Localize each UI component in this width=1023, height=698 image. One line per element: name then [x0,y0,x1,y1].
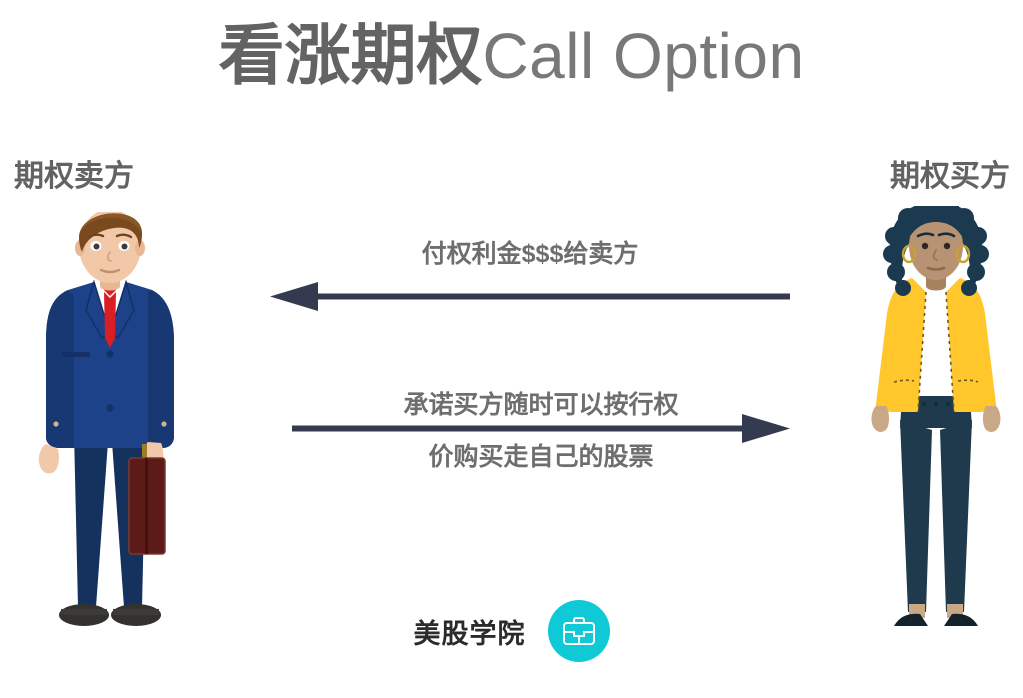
brand-name: 美股学院 [413,618,526,649]
buyer-label: 期权买方 [890,160,1010,193]
flow-obligation: 承诺买方随时可以按行权 价购买走自己的股票 [292,385,790,480]
arrow-left-icon [270,282,790,311]
arrow-right-icon [292,414,790,443]
flow-obligation-label-line1: 承诺买方随时可以按行权 [403,391,679,419]
brand-footer: 美股学院 [0,600,1023,662]
buyer-figure-woman [871,206,1001,626]
flow-obligation-label-line2: 价购买走自己的股票 [428,443,654,471]
seller-figure-businessman [38,212,174,626]
page-title-english: Call Option [482,20,805,92]
flow-premium-label: 付权利金$$$给卖方 [421,240,639,268]
page-title-chinese: 看涨期权 [218,18,483,92]
page-title: 看涨期权Call Option [0,22,1023,88]
briefcase-icon [562,617,595,645]
flow-premium: 付权利金$$$给卖方 [270,238,790,313]
brand-badge [547,600,610,662]
seller-label: 期权卖方 [14,160,134,193]
